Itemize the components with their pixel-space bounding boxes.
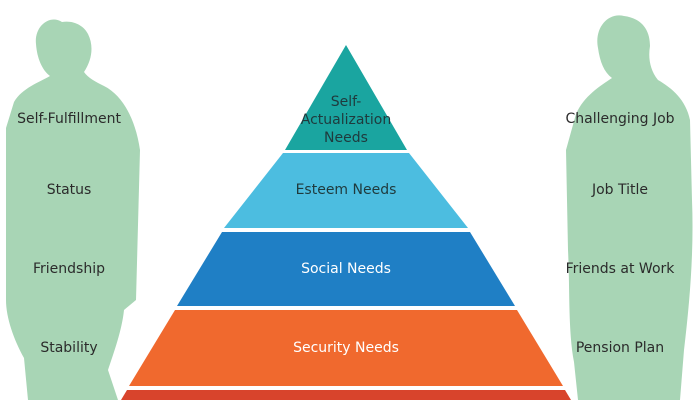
- right-label-job-title: Job Title: [591, 182, 649, 198]
- left-person-silhouette: [6, 19, 140, 400]
- left-label-friendship: Friendship: [33, 261, 105, 277]
- tier-label-line: Actualization: [300, 112, 392, 128]
- tier-label-line: Self-: [330, 94, 362, 110]
- tier-label-self-actualization: Self- Actualization Needs: [296, 93, 396, 147]
- tier-label-esteem: Esteem Needs: [295, 182, 397, 198]
- tier-label-security: Security Needs: [293, 340, 399, 356]
- tier-label-social: Social Needs: [301, 261, 391, 277]
- pyramid-tier-base: [121, 390, 571, 400]
- left-label-status: Status: [46, 182, 92, 198]
- right-person-silhouette: [566, 15, 693, 400]
- pyramid-tier-esteem: [224, 153, 468, 228]
- left-label-self-fulfillment: Self-Fulfillment: [17, 111, 121, 127]
- pyramid-tier-self-actualization: [285, 45, 407, 150]
- left-label-stability: Stability: [40, 340, 98, 356]
- pyramid-tier-security: [129, 310, 563, 386]
- pyramid-tier-social: [177, 232, 515, 306]
- tier-label-line: Needs: [324, 130, 368, 146]
- right-label-friends-at-work: Friends at Work: [565, 261, 675, 277]
- right-label-pension-plan: Pension Plan: [575, 340, 665, 356]
- right-label-challenging-job: Challenging Job: [565, 111, 675, 127]
